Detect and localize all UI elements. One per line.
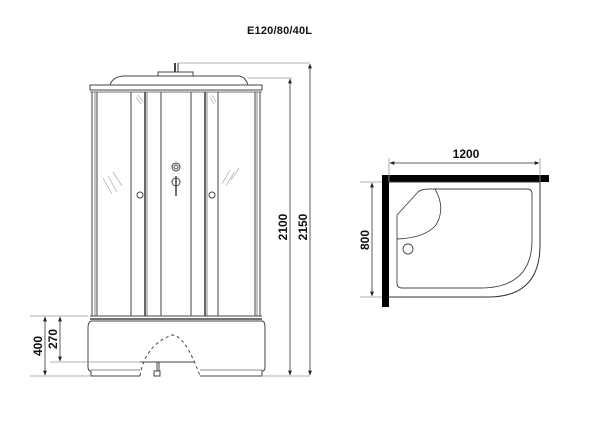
side-wall xyxy=(382,175,389,307)
front-view xyxy=(87,63,266,377)
dim-800-label: 800 xyxy=(358,230,372,250)
plan-view xyxy=(382,175,549,307)
dim-270-label: 270 xyxy=(46,329,60,349)
top-rail xyxy=(89,84,263,91)
mixer-icon xyxy=(171,162,181,196)
drain-icon xyxy=(402,243,414,255)
dim-2100-label: 2100 xyxy=(276,213,290,240)
shower-tray xyxy=(87,320,266,377)
dim-400-label: 400 xyxy=(31,336,45,356)
dim-1200-label: 1200 xyxy=(453,147,480,161)
dim-2150-label: 2150 xyxy=(296,213,310,240)
door-handle-right xyxy=(208,191,216,199)
tray-basin xyxy=(396,188,533,289)
seat-arc xyxy=(396,188,442,240)
model-title: E120/80/40L xyxy=(247,25,313,37)
glass-reflection xyxy=(102,94,240,195)
back-wall xyxy=(382,175,549,182)
door-handle-left xyxy=(136,191,144,199)
roof-dome xyxy=(109,63,249,86)
tray-outline xyxy=(389,181,541,298)
